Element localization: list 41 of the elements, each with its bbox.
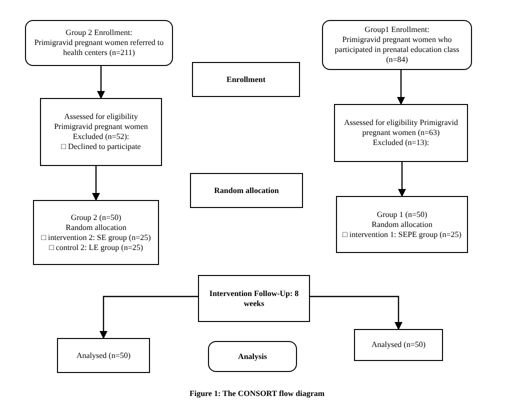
process-box <box>198 275 310 322</box>
process-box <box>336 196 468 253</box>
process-box <box>354 329 443 361</box>
box-text: Random allocation <box>372 220 432 230</box>
rounded-box <box>208 341 297 372</box>
box-text: Enrollment <box>226 74 266 84</box>
rounded-box <box>322 20 472 70</box>
box-text: Random allocation <box>66 222 126 232</box>
arrow <box>92 166 100 201</box>
box-text: Random allocation <box>214 186 279 196</box>
box-text: Group 2 Enrollment: <box>66 28 132 38</box>
process-box <box>40 98 162 166</box>
process-box <box>33 200 159 265</box>
box-text: Group 2 (n=50) <box>70 212 122 222</box>
box-text: □ intervention 1: SEPE group (n=25) <box>342 230 462 240</box>
box-text: Primigravid pregnant women who participated in prenatal education class (n=84) <box>334 35 460 65</box>
box-text: Group1 Enrollment: <box>364 25 430 35</box>
process-box <box>334 104 468 162</box>
box-text: Analysed (n=50) <box>371 340 426 350</box>
box-text: Analysed (n=50) <box>76 350 131 360</box>
box-text: □ Declined to participate <box>61 142 141 152</box>
box-text: Excluded (n=52): <box>72 132 130 142</box>
box-text: Assessed for eligibility Primigravid pregnant women <box>53 112 149 132</box>
box-text: □ control 2: LE group (n=25) <box>49 242 143 252</box>
box-text: □ intervention 2: SE group (n=25) <box>41 232 151 242</box>
process-box <box>192 62 300 97</box>
caption: Figure 1: The CONSORT flow diagram <box>188 388 326 400</box>
process-box <box>190 173 303 208</box>
box-text: Group 1 (n=50) <box>376 210 428 220</box>
arrow <box>100 296 198 339</box>
box-text: Analysis <box>238 352 267 362</box>
box-text: Excluded (n=13): <box>372 138 430 148</box>
box-text: Primigravid pregnant women referred to health centers (n=211) <box>33 38 165 58</box>
process-box <box>57 338 150 373</box>
box-text: Intervention Follow-Up: 8 weeks <box>208 288 300 308</box>
arrow <box>97 66 105 99</box>
arrow <box>310 296 402 330</box>
arrow <box>398 162 406 197</box>
box-text: Assessed for eligibility Primigravid pregnant women (n=63) <box>343 118 459 138</box>
rounded-box <box>25 20 173 66</box>
arrow <box>397 70 405 105</box>
